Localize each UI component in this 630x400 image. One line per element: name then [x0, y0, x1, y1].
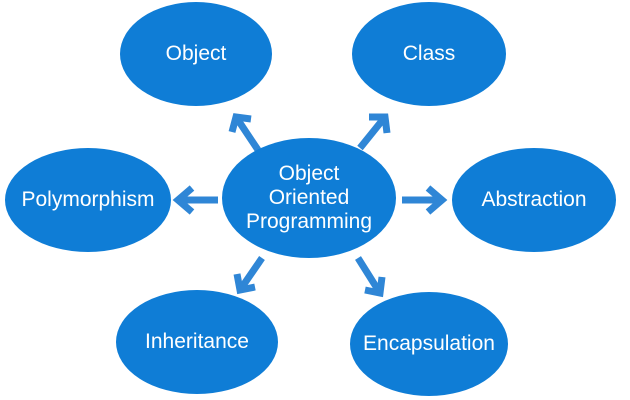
arrow-to-object: [228, 113, 261, 152]
arrow-to-encapsulation: [355, 256, 386, 298]
node-encapsulation[interactable]: Encapsulation: [350, 292, 508, 396]
node-class-label: Class: [402, 42, 456, 66]
node-class[interactable]: Class: [352, 2, 506, 106]
node-abstraction-label: Abstraction: [481, 188, 587, 212]
node-abstraction[interactable]: Abstraction: [452, 148, 616, 252]
arrow-group: [172, 113, 448, 298]
arrow-to-class: [357, 113, 391, 151]
center-label-line-2: Oriented: [268, 185, 350, 209]
arrow-to-abstraction: [402, 185, 448, 215]
node-center-oop[interactable]: Object Oriented Programming: [222, 138, 396, 258]
center-label: Object Oriented Programming: [246, 162, 372, 234]
node-object-label: Object: [165, 42, 227, 66]
node-encapsulation-label: Encapsulation: [363, 332, 495, 356]
node-inheritance[interactable]: Inheritance: [116, 290, 278, 394]
node-polymorphism-label: Polymorphism: [21, 188, 155, 212]
node-inheritance-label: Inheritance: [145, 330, 249, 354]
arrow-to-polymorphism: [172, 185, 218, 215]
center-label-line-1: Object: [278, 161, 340, 185]
node-polymorphism[interactable]: Polymorphism: [5, 148, 171, 252]
node-object[interactable]: Object: [120, 2, 272, 106]
center-label-line-3: Programming: [245, 210, 373, 234]
arrow-to-inheritance: [233, 256, 265, 295]
